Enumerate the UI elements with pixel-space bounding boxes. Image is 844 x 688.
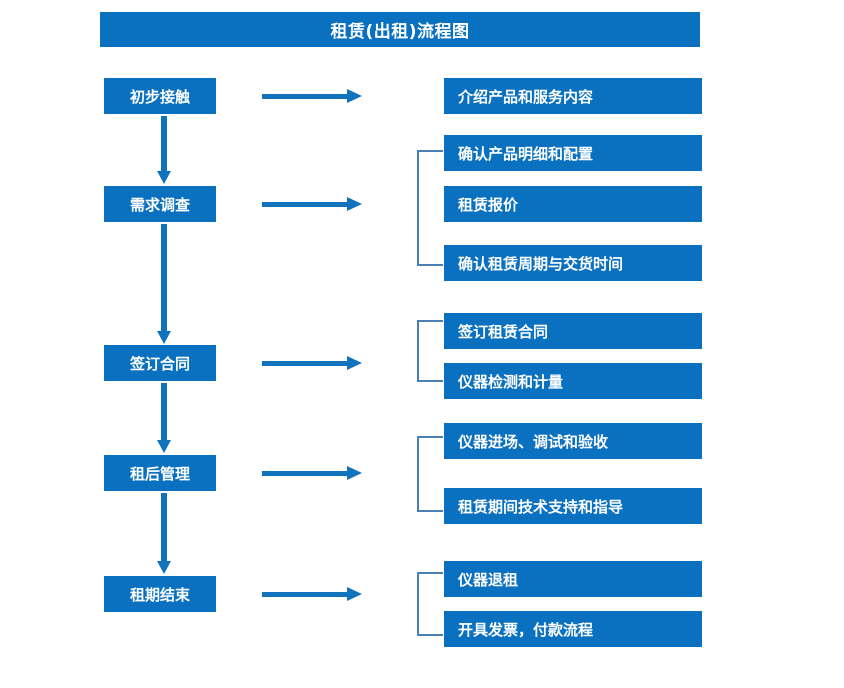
arrow-head <box>157 561 171 574</box>
detail-box-5[interactable]: 签订租赁合同 <box>444 313 702 349</box>
detail-box-3[interactable]: 租赁报价 <box>444 186 702 222</box>
arrow-head <box>157 331 171 344</box>
arrow-head <box>347 197 362 211</box>
down-arrow-1 <box>157 116 171 184</box>
right-arrow-2 <box>262 196 362 212</box>
arrow-shaft <box>161 224 167 331</box>
group-bracket-4 <box>417 436 443 512</box>
stage-box-5[interactable]: 租期结束 <box>104 576 216 612</box>
detail-box-8[interactable]: 租赁期间技术支持和指导 <box>444 488 702 524</box>
arrow-head <box>347 356 362 370</box>
arrow-shaft <box>262 361 350 366</box>
arrow-shaft <box>161 116 167 171</box>
right-arrow-1 <box>262 88 362 104</box>
arrow-head <box>157 440 171 453</box>
detail-box-2[interactable]: 确认产品明细和配置 <box>444 135 702 171</box>
arrow-shaft <box>262 94 350 99</box>
group-bracket-3 <box>417 320 443 382</box>
detail-box-1[interactable]: 介绍产品和服务内容 <box>444 78 702 114</box>
arrow-shaft <box>161 383 167 440</box>
stage-box-2[interactable]: 需求调查 <box>104 186 216 222</box>
down-arrow-2 <box>157 224 171 344</box>
down-arrow-3 <box>157 383 171 453</box>
arrow-head <box>347 89 362 103</box>
detail-box-7[interactable]: 仪器进场、调试和验收 <box>444 423 702 459</box>
arrow-shaft <box>262 202 350 207</box>
right-arrow-5 <box>262 586 362 602</box>
right-arrow-3 <box>262 355 362 371</box>
stage-box-4[interactable]: 租后管理 <box>104 455 216 491</box>
arrow-head <box>347 587 362 601</box>
down-arrow-4 <box>157 493 171 574</box>
arrow-shaft <box>262 592 350 597</box>
stage-box-1[interactable]: 初步接触 <box>104 78 216 114</box>
arrow-shaft <box>262 471 350 476</box>
arrow-head <box>347 466 362 480</box>
stage-box-3[interactable]: 签订合同 <box>104 345 216 381</box>
arrow-shaft <box>161 493 167 561</box>
group-bracket-2 <box>417 150 443 266</box>
group-bracket-5 <box>417 572 443 636</box>
flowchart-title: 租赁(出租)流程图 <box>100 12 700 47</box>
detail-box-6[interactable]: 仪器检测和计量 <box>444 363 702 399</box>
arrow-head <box>157 171 171 184</box>
detail-box-9[interactable]: 仪器退租 <box>444 561 702 597</box>
detail-box-10[interactable]: 开具发票，付款流程 <box>444 611 702 647</box>
right-arrow-4 <box>262 465 362 481</box>
detail-box-4[interactable]: 确认租赁周期与交货时间 <box>444 245 702 281</box>
